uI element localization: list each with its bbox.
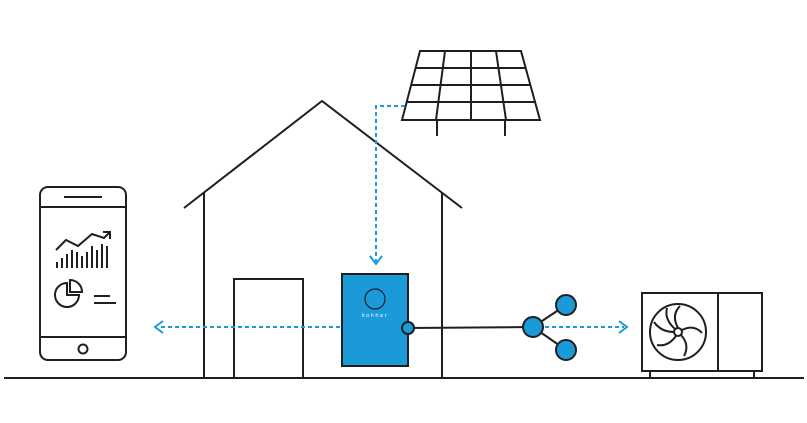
battery-to-hub-line <box>407 326 534 329</box>
battery-connector-node <box>401 321 415 335</box>
solar-panel-icon <box>400 50 542 136</box>
house-door <box>233 278 304 379</box>
battery-storage-icon: kohher <box>341 273 409 367</box>
hub-to-heat-pump-flow <box>545 320 629 334</box>
heat-pump-icon <box>641 292 763 378</box>
pie-chart-icon <box>54 278 116 308</box>
smartphone-icon <box>39 186 127 361</box>
house-icon <box>183 99 463 379</box>
solar-to-battery-flow <box>369 105 405 266</box>
share-hub-icon <box>522 294 577 361</box>
battery-brand-label: kohher <box>362 313 388 319</box>
bar-chart-icon <box>55 231 111 268</box>
fan-icon <box>649 303 707 361</box>
battery-to-phone-flow <box>153 320 340 334</box>
